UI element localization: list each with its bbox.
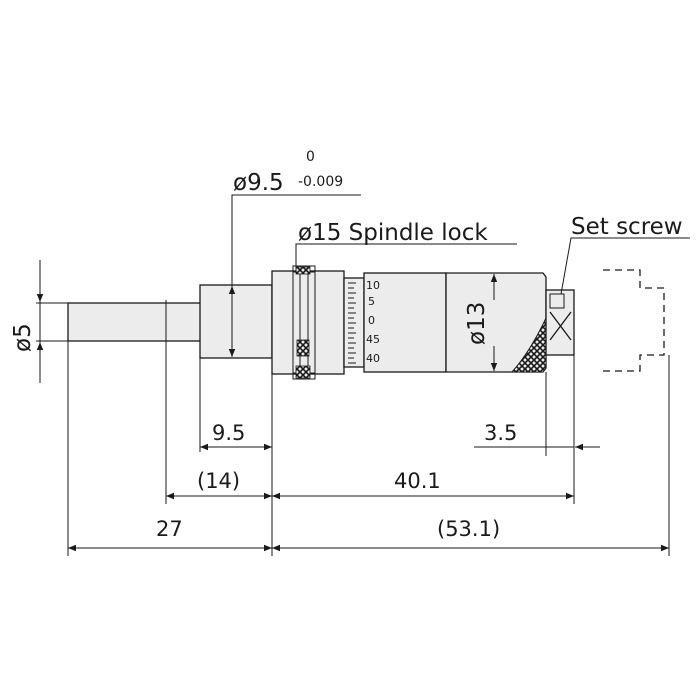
dim-shank-length-ref: (14) (197, 469, 240, 493)
spindle-diameter-callout: ø5 (10, 323, 36, 352)
dim-screw-offset: 3.5 (484, 421, 517, 445)
spindle-lock-callout: ø15 Spindle lock (298, 220, 488, 246)
thimble-scale-label: 40 (366, 352, 380, 365)
thimble-scale-labels: 10 5 0 45 40 (366, 279, 380, 365)
thimble-diameter-callout: ø13 (464, 302, 490, 345)
sleeve-graduations (348, 282, 356, 364)
shank-tolerance-lower: -0.009 (298, 174, 343, 190)
thimble-scale-label: 0 (368, 314, 375, 327)
optional-attachment-outline (603, 269, 665, 372)
dim-shank-length: 9.5 (212, 421, 245, 445)
dimensions: 9.5 3.5 (14) 40.1 27 (53.1) (67, 300, 670, 556)
dim-stroke-length: 27 (156, 517, 183, 541)
thimble-scale-label: 45 (366, 333, 380, 346)
lock-nut-knurl-mid (296, 339, 310, 357)
set-screw-callout: Set screw (571, 214, 683, 240)
set-screw-head (549, 293, 565, 309)
spindle (67, 302, 203, 342)
clamp-shank (199, 284, 273, 359)
thimble-scale-band (363, 272, 447, 373)
thimble-end-cap (545, 289, 575, 356)
lock-nut-knurl-bottom (295, 365, 311, 379)
shank-tolerance-upper: 0 (306, 149, 315, 165)
dim-body-length: 40.1 (394, 469, 441, 493)
lock-nut-knurl-top (295, 266, 311, 275)
dim-total-length-ref: (53.1) (437, 517, 500, 541)
thimble-scale-label: 10 (366, 279, 380, 292)
spindle-lock-nut (292, 265, 316, 380)
shank-diameter-callout: ø9.5 (233, 170, 284, 196)
thimble-scale-label: 5 (368, 295, 375, 308)
callouts: ø9.5 0 -0.009 ø15 Spindle lock Set screw… (10, 149, 690, 383)
part-outline: 10 5 0 45 40 (67, 265, 665, 380)
